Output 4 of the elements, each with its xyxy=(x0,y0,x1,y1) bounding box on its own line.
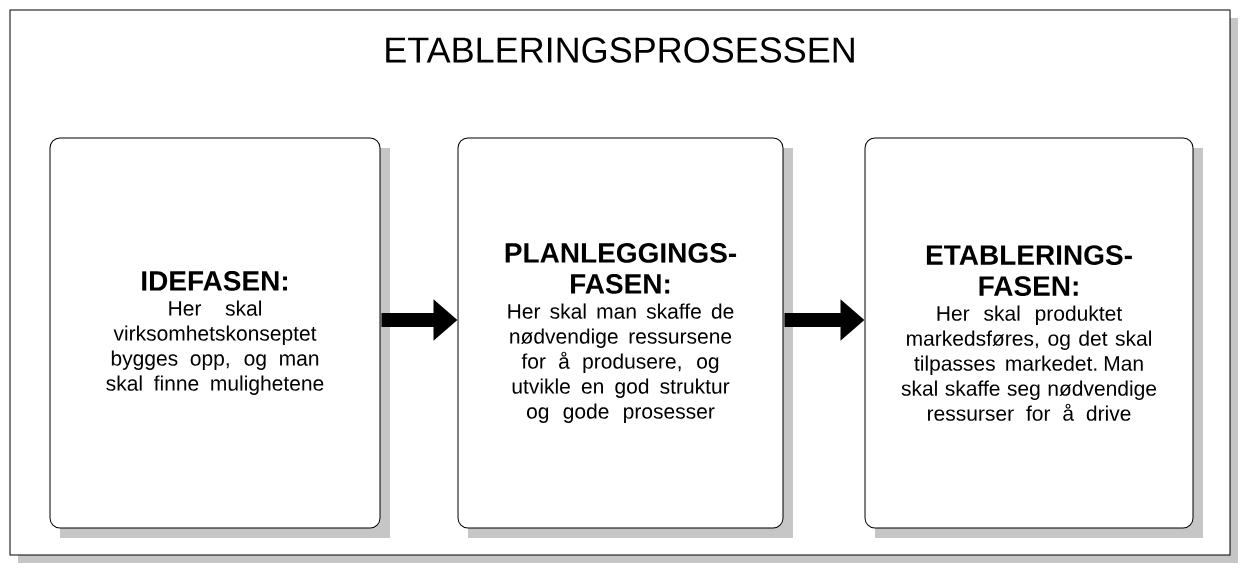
process-box: ETABLERINGS-FASEN: Her skal produktet markedsføres, og det skal tilpasses markedet. Man skal skaffe seg nødvendige ressurser for å drive xyxy=(864,137,1203,538)
title: ETABLERINGSPROSESSEN xyxy=(386,37,854,63)
process-box: PLANLEGGINGS-FASEN: Her skal man skaffe de nødvendige ressursene for å produsere, og utvikle en god struktur og gode prosesser xyxy=(457,137,793,538)
process-box: IDEFASEN: Her skal virksomhetskonseptet bygges opp, og man skal finne mulighetene xyxy=(49,137,390,538)
